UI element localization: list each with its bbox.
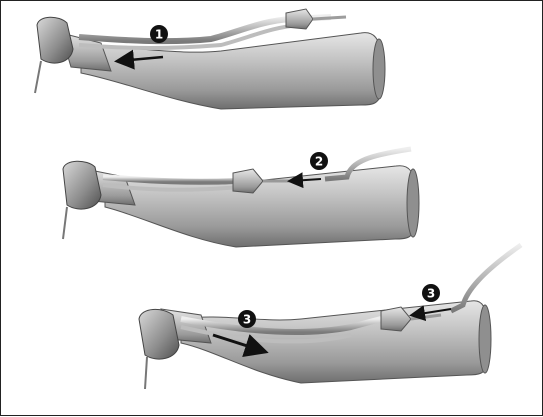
- callout-label-3b: 3: [427, 287, 435, 301]
- handpiece-bottom-bur: [145, 357, 147, 389]
- handpiece-middle-bur: [63, 207, 67, 239]
- handpiece-bottom-head: [139, 309, 179, 359]
- callout-label-2: 2: [315, 155, 323, 169]
- handpiece-top-bur: [35, 61, 41, 93]
- callout-badge-3b: 3: [422, 284, 440, 302]
- handpiece-middle: [63, 149, 419, 247]
- handpiece-top: [35, 9, 385, 109]
- handpiece-bottom-body: [181, 301, 487, 383]
- callout-badge-3a: 3: [238, 310, 256, 328]
- callout-label-1: 1: [155, 28, 163, 42]
- handpiece-bottom: [139, 245, 521, 389]
- callout-badge-2: 2: [310, 152, 328, 170]
- callout-badge-1: 1: [150, 25, 168, 43]
- callout-label-3a: 3: [243, 313, 251, 327]
- handpiece-middle-tube: [103, 177, 236, 182]
- handpiece-middle-head: [63, 161, 101, 209]
- separated-tube-3: [451, 245, 521, 311]
- handpiece-top-head: [37, 17, 73, 63]
